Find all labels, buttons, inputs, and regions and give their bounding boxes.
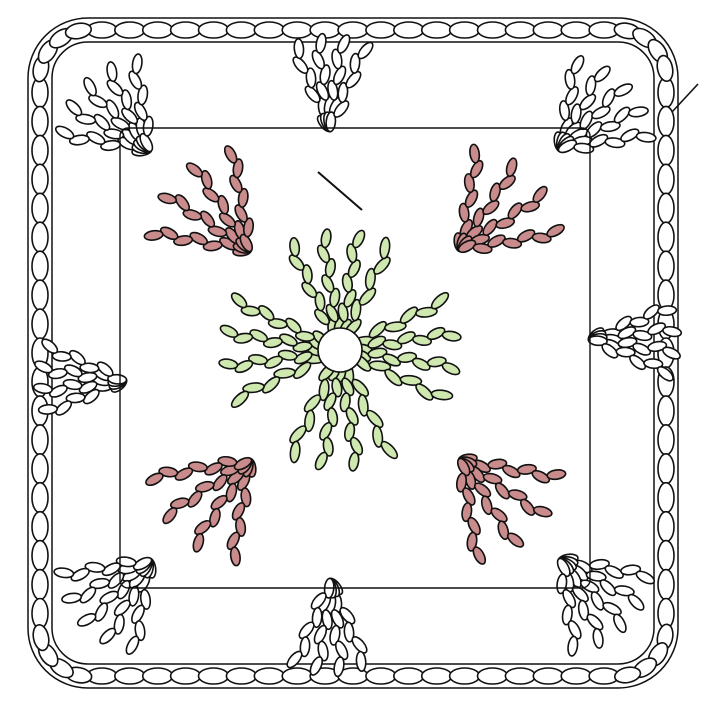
- chain-stitch: [115, 668, 145, 684]
- yarn-tail-start: [318, 172, 362, 210]
- chain-stitch: [32, 164, 48, 194]
- chain-stitch: [505, 668, 535, 684]
- chain-stitch: [613, 665, 641, 685]
- chain-stitch: [658, 483, 674, 513]
- chain-stitch: [32, 512, 48, 542]
- chain-stitch: [366, 22, 396, 38]
- chain-stitch: [143, 668, 173, 684]
- chain-stitch: [171, 668, 201, 684]
- middle-corner-cluster: [144, 455, 257, 566]
- center-ring: [318, 328, 362, 372]
- chain-stitch: [658, 164, 674, 194]
- chain-stitch: [658, 222, 674, 252]
- chain-stitch: [450, 22, 480, 38]
- chain-stitch: [171, 22, 201, 38]
- chain-stitch: [64, 21, 92, 41]
- chain-stitch: [561, 22, 591, 38]
- chain-stitch: [658, 512, 674, 542]
- magic-ring: [318, 328, 362, 372]
- middle-corner-cluster: [455, 453, 566, 566]
- chain-stitch: [505, 22, 535, 38]
- chain-stitch: [658, 193, 674, 223]
- outer-corner-cluster: [54, 53, 155, 156]
- chain-stitch: [658, 541, 674, 571]
- chain-stitch: [658, 135, 674, 165]
- chain-stitch: [655, 54, 675, 82]
- chain-stitch: [115, 22, 145, 38]
- outer-corner-cluster: [53, 555, 156, 656]
- chain-stitch: [450, 668, 480, 684]
- middle-corner-cluster: [144, 144, 255, 257]
- chain-stitch: [394, 668, 424, 684]
- chain-stitch: [658, 425, 674, 455]
- outer-side-cluster: [291, 33, 376, 134]
- chain-stitch: [658, 251, 674, 281]
- chain-stitch: [658, 570, 674, 600]
- chain-stitch: [31, 623, 51, 651]
- chain-stitch: [32, 251, 48, 281]
- chain-stitch: [533, 22, 563, 38]
- yarn-tail: [318, 84, 698, 210]
- chain-stitch: [199, 22, 229, 38]
- chain-stitch: [32, 541, 48, 571]
- chain-stitch: [658, 106, 674, 136]
- outer-corner-cluster: [553, 54, 656, 155]
- chain-stitch: [561, 668, 591, 684]
- chain-stitch: [533, 668, 563, 684]
- chain-stitch: [226, 668, 256, 684]
- chain-stitch: [32, 425, 48, 455]
- chain-stitch: [143, 22, 173, 38]
- chain-stitch: [478, 668, 508, 684]
- middle-corner-cluster: [453, 144, 566, 255]
- chain-stitch: [254, 22, 284, 38]
- chain-stitch: [32, 454, 48, 484]
- chain-stitch: [422, 22, 452, 38]
- chain-stitch: [226, 22, 256, 38]
- outer-corner-cluster: [555, 553, 656, 656]
- chain-stitch: [32, 135, 48, 165]
- chain-stitch: [422, 668, 452, 684]
- chain-stitch: [366, 668, 396, 684]
- chain-stitch: [32, 309, 48, 339]
- chain-stitch: [32, 483, 48, 513]
- chain-stitch: [32, 570, 48, 600]
- chain-stitch: [394, 22, 424, 38]
- chain-stitch: [199, 668, 229, 684]
- outer-side-cluster: [285, 576, 370, 677]
- chain-stitch: [658, 454, 674, 484]
- chain-stitch: [32, 280, 48, 310]
- chain-stitch: [32, 193, 48, 223]
- chain-stitch: [658, 396, 674, 426]
- chain-stitch: [282, 22, 312, 38]
- chain-stitch: [282, 668, 312, 684]
- chain-stitch: [338, 22, 368, 38]
- chain-stitch: [32, 222, 48, 252]
- yarn-tail-end: [672, 84, 698, 112]
- chain-stitch: [478, 22, 508, 38]
- chain-stitch: [254, 668, 284, 684]
- chain-stitch: [32, 106, 48, 136]
